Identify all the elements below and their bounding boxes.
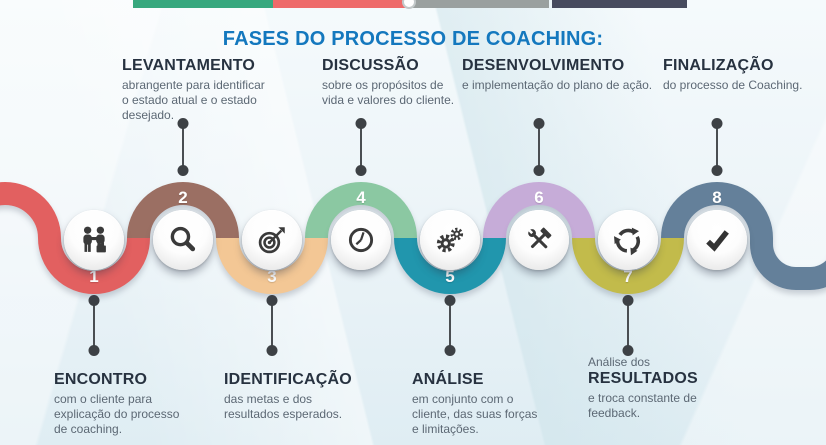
phase-description: e troca constante de feedback. <box>588 391 697 420</box>
phase-icon-circle-7 <box>598 210 658 270</box>
phase-icon-circle-2 <box>153 210 213 270</box>
magnifier-icon <box>170 226 196 252</box>
hammer-wrench-icon <box>527 227 552 249</box>
phase-label-analise: ANÁLISE em conjunto com o cliente, das s… <box>412 371 590 437</box>
phase-title: IDENTIFICAÇÃO <box>224 371 352 388</box>
connector-phase-8 <box>716 123 718 171</box>
phase-title: LEVANTAMENTO <box>122 57 256 74</box>
phase-icon-circle-3 <box>242 210 302 270</box>
phase-number-7: 7 <box>623 267 633 286</box>
phase-description: do processo de Coaching. <box>663 78 803 92</box>
phase-title: DESENVOLVIMENTO <box>462 57 625 74</box>
topbar-segment-red <box>273 0 407 8</box>
recycle-arrows-icon <box>614 227 641 256</box>
clock-icon <box>348 227 374 253</box>
ribbon-exit-tail <box>750 238 826 290</box>
phase-description: e implementação do plano de ação. <box>462 78 653 92</box>
meeting-people-icon <box>83 226 106 253</box>
phase-description: em conjunto com o cliente, das suas forç… <box>412 392 538 436</box>
phase-title: FINALIZAÇÃO <box>663 57 774 74</box>
phase-label-resultados: Análise dos RESULTADOS e troca constante… <box>588 355 766 421</box>
phase-icon-circle-8 <box>687 210 747 270</box>
phase-title: ENCONTRO <box>54 371 148 388</box>
phase-icon-circle-4 <box>331 210 391 270</box>
phase-number-4: 4 <box>356 188 366 207</box>
connector-phase-3 <box>271 300 273 351</box>
phase-icon-circle-1 <box>64 210 124 270</box>
phase-pretitle: Análise dos <box>588 355 651 369</box>
page-title: FASES DO PROCESSO DE COACHING: <box>222 28 604 50</box>
target-dart-icon <box>258 227 285 254</box>
phase-number-8: 8 <box>712 188 722 207</box>
phase-label-encontro: ENCONTRO com o cliente para explicação d… <box>54 371 232 437</box>
phase-label-discussao: DISCUSSÃO sobre os propósitos de vida e … <box>322 57 500 108</box>
checkmark-icon <box>706 230 729 252</box>
phase-description: sobre os propósitos de vida e valores do… <box>322 78 455 107</box>
phase-number-2: 2 <box>178 188 188 207</box>
phase-label-levantamento: LEVANTAMENTO abrangente para identificar… <box>122 57 300 123</box>
phase-number-3: 3 <box>267 267 277 286</box>
phase-description: abrangente para identificar o estado atu… <box>122 78 265 122</box>
phase-number-6: 6 <box>534 188 544 207</box>
phase-icon-circle-6 <box>509 210 569 270</box>
phase-label-finalizacao: FINALIZAÇÃO do processo de Coaching. <box>663 57 826 93</box>
gears-icon <box>436 227 464 253</box>
topbar-segment-dark <box>552 0 687 8</box>
phase-label-desenvolvimento: DESENVOLVIMENTO e implementação do plano… <box>462 57 712 93</box>
topbar-segment-gray <box>407 0 549 8</box>
connector-phase-2 <box>182 123 184 171</box>
phase-label-identificacao: IDENTIFICAÇÃO das metas e dos resultados… <box>224 371 402 422</box>
phase-title: DISCUSSÃO <box>322 57 419 74</box>
connector-phase-1 <box>93 300 95 351</box>
topbar-segment-green <box>133 0 273 8</box>
phase-title: ANÁLISE <box>412 371 484 388</box>
phase-number-5: 5 <box>445 267 455 286</box>
phase-description: das metas e dos resultados esperados. <box>224 392 343 421</box>
connector-phase-6 <box>538 123 540 171</box>
phase-description: com o cliente para explicação do process… <box>54 392 180 436</box>
phase-icon-circle-5 <box>420 210 480 270</box>
connector-phase-5 <box>449 300 451 351</box>
connector-phase-4 <box>360 123 362 171</box>
connector-phase-7 <box>627 300 629 351</box>
phase-title: RESULTADOS <box>588 370 698 387</box>
topbar-marker-dot <box>402 0 416 9</box>
phase-number-1: 1 <box>89 267 99 286</box>
